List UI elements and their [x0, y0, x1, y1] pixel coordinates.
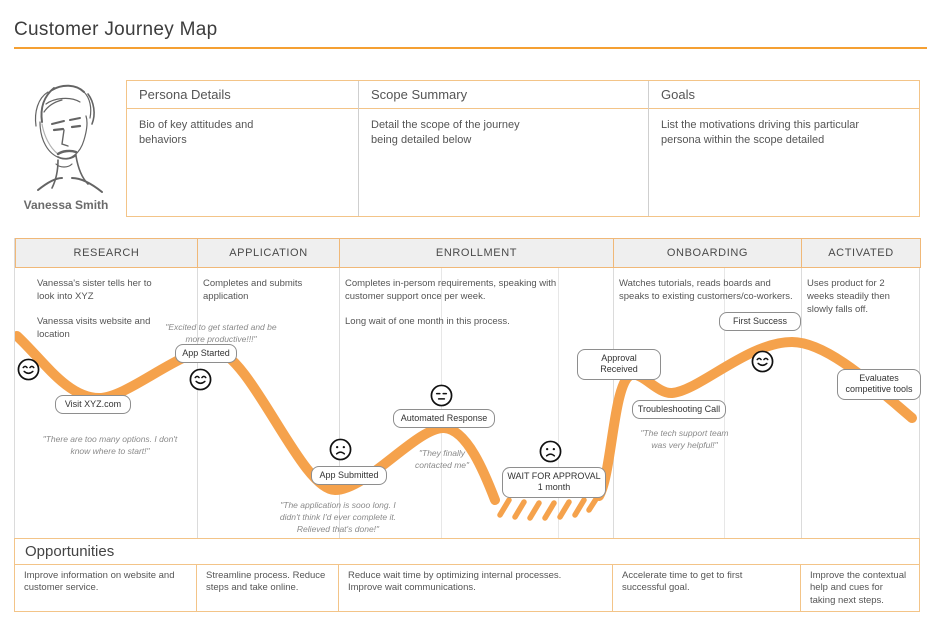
persona-sketch	[18, 78, 114, 196]
happy-face-icon	[751, 350, 774, 373]
opportunities-header: Opportunities	[15, 539, 919, 565]
quote-too-many-options: "There are too many options. I don't kno…	[42, 434, 178, 456]
scope-summary-body: Detail the scope of the journey being de…	[371, 119, 520, 146]
column-divider	[801, 268, 802, 538]
happy-face-icon	[17, 358, 40, 381]
title-underline	[14, 47, 927, 49]
pencil-portrait-icon	[34, 84, 103, 193]
sad-face-icon	[329, 438, 352, 461]
stage-header-onboarding: ONBOARDING	[613, 238, 801, 268]
touchpoint-evaluates-competitive-tools: Evaluates competitive tools	[837, 369, 921, 400]
opportunities-row: Improve information on website and custo…	[15, 565, 919, 611]
sub-column-divider	[558, 268, 559, 538]
column-divider	[339, 268, 340, 538]
journey-band: RESEARCH APPLICATION ENROLLMENT ONBOARDI…	[14, 238, 921, 538]
scope-summary-card: Scope Summary Detail the scope of the jo…	[359, 81, 649, 216]
quote-application-long: "The application is sooo long. I didn't …	[279, 500, 397, 534]
neutral-face-icon	[430, 384, 453, 407]
persona-name: Vanessa Smith	[23, 198, 109, 212]
quote-finally-contacted: "They finally contacted me"	[414, 448, 470, 470]
goals-body: List the motivations driving this partic…	[661, 119, 860, 146]
opportunity-research: Improve information on website and custo…	[15, 565, 197, 611]
opportunity-activated: Improve the contextual help and cues for…	[810, 570, 907, 606]
touchpoint-automated-response: Automated Response	[393, 409, 495, 429]
scope-summary-header: Scope Summary	[359, 81, 648, 109]
sad-face-icon	[539, 440, 562, 463]
touchpoint-app-started: App Started	[175, 344, 237, 364]
stage-header-research: RESEARCH	[15, 238, 197, 268]
touchpoint-wait-for-approval: WAIT FOR APPROVAL 1 month	[502, 467, 606, 498]
column-divider	[197, 268, 198, 538]
curve-segment-right	[594, 337, 917, 501]
opportunity-enrollment: Reduce wait time by optimizing internal …	[339, 565, 613, 611]
journey-curve	[15, 331, 917, 521]
opportunities-section: Opportunities Improve information on web…	[14, 538, 920, 612]
persona-table: Persona Details Bio of key attitudes and…	[126, 80, 920, 217]
quote-tech-support: "The tech support team was very helpful!…	[640, 428, 729, 450]
touchpoint-troubleshooting-call: Troubleshooting Call	[632, 400, 726, 420]
stage-header-row: RESEARCH APPLICATION ENROLLMENT ONBOARDI…	[15, 238, 921, 268]
happy-face-icon	[189, 368, 212, 391]
research-description: Vanessa's sister tells her to look into …	[37, 278, 152, 341]
touchpoint-approval-received: Approval Received	[577, 349, 661, 380]
opportunity-onboarding: Accelerate time to get to first successf…	[613, 565, 801, 611]
application-description: Completes and submits application	[203, 278, 303, 302]
wait-hatch-stripes	[497, 493, 601, 521]
enrollment-description: Completes in-persom requirements, speaki…	[345, 278, 557, 328]
quote-excited: "Excited to get started and be more prod…	[165, 322, 277, 344]
onboarding-description: Watches tutorials, reads boards and spea…	[619, 278, 793, 302]
stage-header-application: APPLICATION	[197, 238, 339, 268]
touchpoint-first-success: First Success	[719, 312, 801, 332]
goals-header: Goals	[649, 81, 919, 109]
persona-details-header: Persona Details	[127, 81, 358, 109]
stage-header-enrollment: ENROLLMENT	[339, 238, 613, 268]
page-title: Customer Journey Map	[14, 19, 218, 40]
opportunity-application: Streamline process. Reduce steps and tak…	[197, 565, 339, 611]
activated-description: Uses product for 2 weeks steadily then s…	[807, 278, 890, 315]
goals-card: Goals List the motivations driving this …	[649, 81, 919, 216]
stage-header-activated: ACTIVATED	[801, 238, 921, 268]
persona-details-body: Bio of key attitudes and behaviors	[139, 119, 254, 146]
touchpoint-app-submitted: App Submitted	[311, 466, 387, 486]
persona-details-card: Persona Details Bio of key attitudes and…	[127, 81, 359, 216]
touchpoint-visit-xyz: Visit XYZ.com	[55, 395, 131, 415]
